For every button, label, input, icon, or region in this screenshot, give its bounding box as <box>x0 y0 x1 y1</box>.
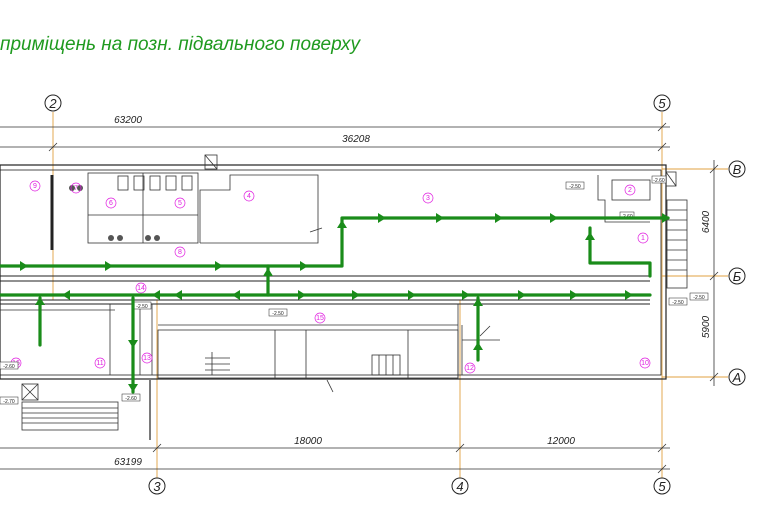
axis-2-label: 2 <box>48 96 57 111</box>
route-arrows <box>20 213 670 392</box>
axis-5-bottom-label: 5 <box>658 479 666 494</box>
axis-v-label: В <box>733 162 742 177</box>
level-mark-8: -2.60 <box>125 396 137 402</box>
toilet-stalls <box>69 175 193 241</box>
axis-4-label: 4 <box>456 479 463 494</box>
dimension-labels: 63200 36208 18000 12000 63199 6400 5900 <box>114 115 712 468</box>
stair-lower-left <box>21 380 151 440</box>
dim-top-inner: 36208 <box>342 134 370 145</box>
axis-3-label: 3 <box>153 479 161 494</box>
axis-bubbles: 2 5 3 4 5 В Б А <box>44 94 746 495</box>
room-7: 7 <box>74 185 78 192</box>
room-6: 6 <box>109 200 113 207</box>
level-mark-4: -2.50 <box>672 300 684 306</box>
room-1: 1 <box>641 235 645 242</box>
axis-a-label: А <box>732 370 742 385</box>
level-mark-2: -2.50 <box>272 311 284 317</box>
stair-center-right <box>371 354 401 376</box>
plan-title: приміщень на позн. підвального поверху <box>0 34 361 55</box>
route-right <box>588 226 652 278</box>
axis-5-top-label: 5 <box>658 96 666 111</box>
dim-bottom-4-5: 12000 <box>547 436 575 447</box>
room-13: 13 <box>143 355 151 362</box>
stair-right <box>666 199 688 289</box>
room-labels: 1 2 3 4 5 6 7 8 9 10 11 12 13 14 15 16 <box>10 180 651 374</box>
axis-b-label: Б <box>733 269 742 284</box>
room-14: 14 <box>137 285 145 292</box>
level-mark-9: -2.60 <box>653 178 665 184</box>
room-9: 9 <box>33 183 37 190</box>
level-mark-1: -2.50 <box>569 184 581 190</box>
room-2: 2 <box>628 187 632 194</box>
dim-right-upper: 6400 <box>701 210 712 233</box>
level-mark-5: -2.50 <box>693 295 705 301</box>
dimension-lines <box>0 122 719 474</box>
room-11: 11 <box>96 360 103 367</box>
dim-top-overall: 63200 <box>114 115 142 126</box>
level-mark-7: -2.70 <box>3 399 15 405</box>
room-12: 12 <box>466 365 474 372</box>
room-4: 4 <box>247 193 251 200</box>
room-3: 3 <box>426 195 430 202</box>
walls <box>0 154 688 440</box>
level-mark-3: -2.50 <box>136 304 148 310</box>
level-marks: -2.50 -2.50 -2.50 -2.50 -2.50 -2.60 -2.7… <box>0 175 709 405</box>
dim-bottom-3-4: 18000 <box>294 436 322 447</box>
dim-bottom-overall: 63199 <box>114 457 142 468</box>
room-10: 10 <box>641 360 649 367</box>
room-5: 5 <box>178 200 182 207</box>
stair-center-left <box>205 352 230 375</box>
route-upper <box>0 216 670 268</box>
room-15: 15 <box>316 315 324 322</box>
room-8: 8 <box>178 249 182 256</box>
level-mark-6: -2.60 <box>3 364 15 370</box>
dim-right-lower: 5900 <box>701 315 712 338</box>
